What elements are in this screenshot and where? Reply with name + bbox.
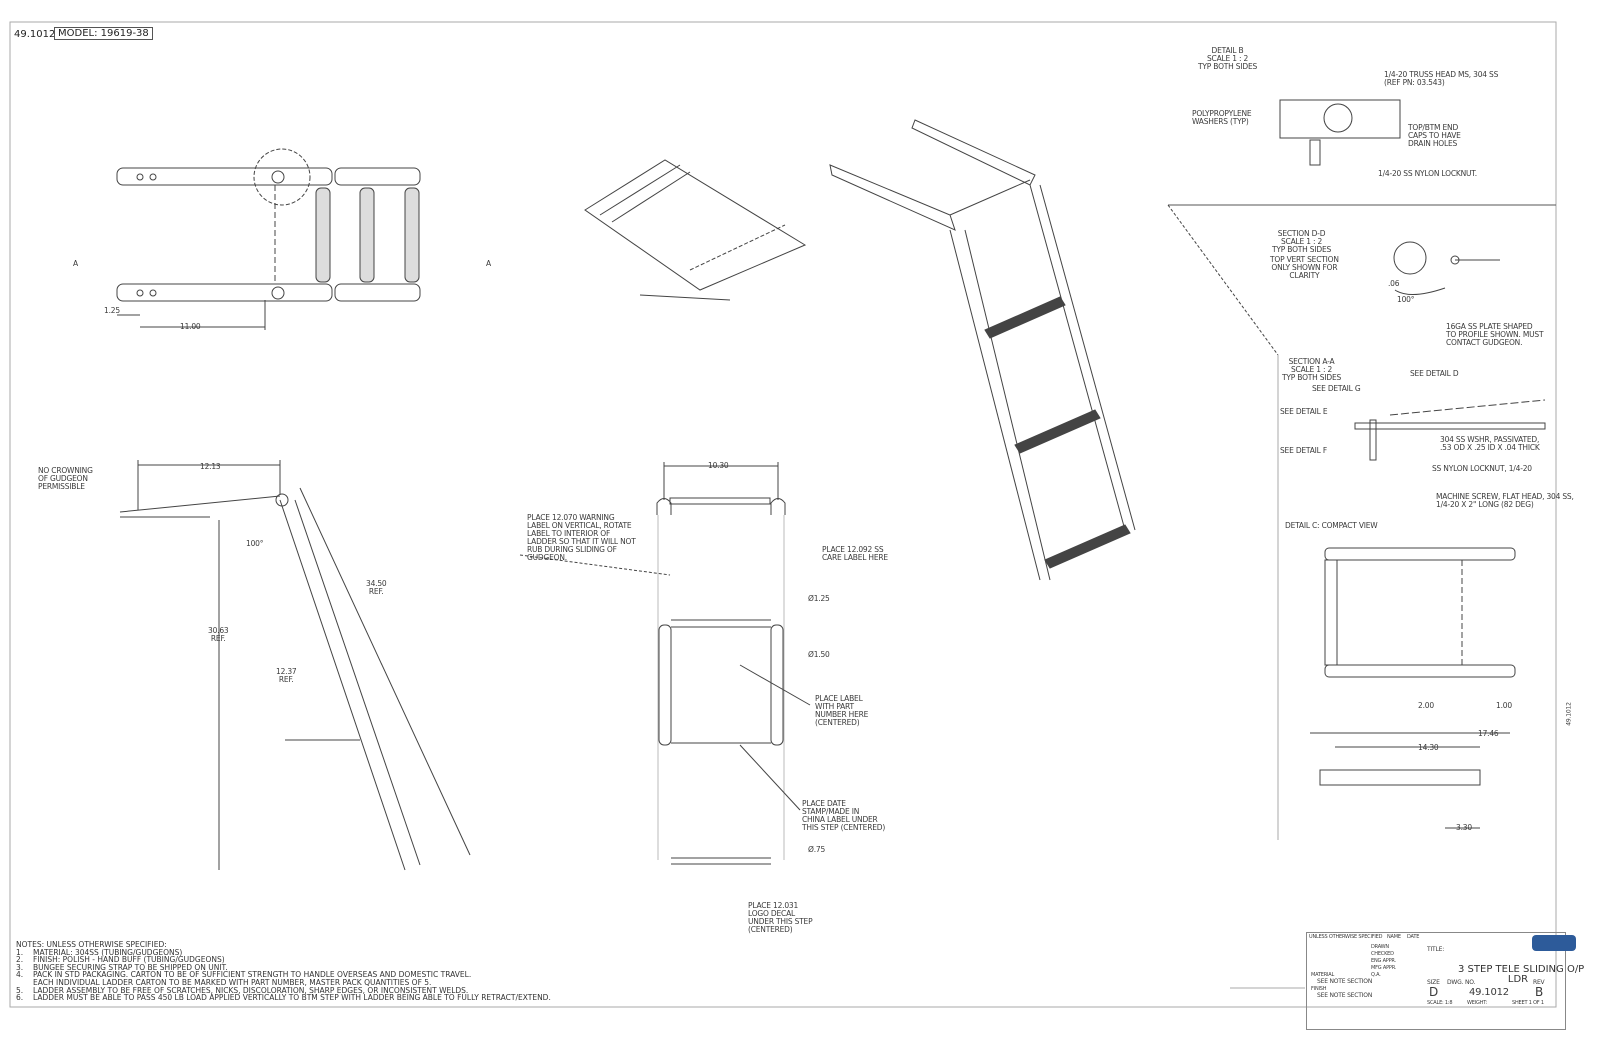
- model-label: MODEL: 19619-38: [54, 27, 153, 40]
- dim-side-angle: 100°: [246, 539, 264, 548]
- drawing-title: 3 STEP TELE SLIDING O/P LDR: [1458, 964, 1585, 985]
- rev-value: B: [1535, 985, 1544, 999]
- dim-side-length: 34.50 REF.: [366, 579, 387, 596]
- detail-c-dim-c: 17.46: [1478, 729, 1499, 738]
- mfg-appr-label: MFG APPR.: [1371, 965, 1397, 971]
- detail-c: [1310, 547, 1516, 829]
- detail-c-dim-a: 2.00: [1418, 701, 1434, 710]
- sheet-value: SHEET 1 OF 1: [1512, 1000, 1544, 1006]
- tolerances-label: UNLESS OTHERWISE SPECIFIED: [1309, 934, 1383, 940]
- isometric-view-extended: [829, 119, 1136, 581]
- section-marker-right: A: [486, 259, 491, 268]
- dim-dia-2: Ø1.50: [808, 650, 830, 659]
- see-detail-f: SEE DETAIL F: [1280, 446, 1327, 455]
- warning-label-note: PLACE 12.070 WARNING LABEL ON VERTICAL, …: [527, 513, 636, 562]
- sheet-border: [9, 21, 1557, 1008]
- machine-screw-note: MACHINE SCREW, FLAT HEAD, 304 SS, 1/4-20…: [1436, 492, 1574, 509]
- section-d: [1393, 241, 1500, 295]
- end-caps-note: TOP/BTM END CAPS TO HAVE DRAIN HOLES: [1408, 123, 1461, 148]
- isometric-view-compact: [584, 159, 807, 301]
- dim-side-height: 30.63 REF.: [208, 626, 229, 643]
- drawn-label: DRAWN: [1371, 944, 1389, 950]
- side-view: [119, 460, 471, 871]
- weight-value: WEIGHT:: [1467, 1000, 1488, 1006]
- section-d-dim: .06: [1388, 279, 1400, 288]
- material-value: SEE NOTE SECTION: [1317, 978, 1373, 985]
- see-detail-g: SEE DETAIL G: [1312, 384, 1361, 393]
- section-a-title: SECTION A-A SCALE 1 : 2 TYP BOTH SIDES: [1282, 357, 1342, 382]
- title-label: TITLE:: [1427, 946, 1445, 953]
- washers-note: POLYPROPYLENE WASHERS (TYP): [1192, 109, 1252, 126]
- size-label: SIZE: [1427, 979, 1440, 986]
- detail-c-dim-e: 3.30: [1456, 823, 1472, 832]
- dwg-no-label: DWG. NO.: [1447, 979, 1476, 986]
- dim-front-width: 10.30: [708, 461, 729, 470]
- section-d-angle: 100°: [1397, 295, 1415, 304]
- dim-side-lower: 12.37 REF.: [276, 667, 297, 684]
- notes-heading: NOTES: UNLESS OTHERWISE SPECIFIED:: [16, 940, 167, 949]
- dim-dia-3: Ø.75: [808, 845, 826, 854]
- note-item: 6.LADDER MUST BE ABLE TO PASS 450 LB LOA…: [16, 993, 551, 1003]
- date-stamp-note: PLACE DATE STAMP/MADE IN CHINA LABEL UND…: [802, 799, 886, 832]
- dim-side-top: 12.13: [200, 462, 221, 471]
- rev-label: REV: [1533, 979, 1545, 986]
- see-detail-d: SEE DETAIL D: [1410, 369, 1459, 378]
- plate-note: 16GA SS PLATE SHAPED TO PROFILE SHOWN. M…: [1446, 322, 1544, 347]
- section-d-title: SECTION D-D SCALE 1 : 2 TYP BOTH SIDES: [1272, 229, 1332, 254]
- company-logo: [1532, 935, 1576, 951]
- dim-top-1: 1.25: [104, 306, 120, 315]
- dim-top-2: 11.00: [180, 322, 201, 331]
- side-tab-number: 49.1012: [1565, 702, 1573, 726]
- detail-b: [1279, 99, 1401, 166]
- care-label-note: PLACE 12.092 SS CARE LABEL HERE: [822, 545, 888, 562]
- section-marker-left: A: [73, 259, 78, 268]
- drawing-number-header: 49.1012: [14, 29, 56, 40]
- see-detail-e: SEE DETAIL E: [1280, 407, 1328, 416]
- name-label: NAME: [1387, 934, 1401, 940]
- detail-c-dim-b: 1.00: [1496, 701, 1512, 710]
- no-crowning-note: NO CROWNING OF GUDGEON PERMISSIBLE: [38, 466, 93, 491]
- note-item: 3.BUNGEE SECURING STRAP TO BE SHIPPED ON…: [16, 962, 228, 972]
- part-label-note: PLACE LABEL WITH PART NUMBER HERE (CENTE…: [815, 694, 869, 727]
- qa-label: Q.A.: [1371, 972, 1381, 978]
- logo-decal-note: PLACE 12.031 LOGO DECAL UNDER THIS STEP …: [748, 901, 813, 934]
- note-item: 2.FINISH: POLISH - HAND BUFF (TUBING/GUD…: [16, 955, 225, 965]
- locknut-note: 1/4-20 SS NYLON LOCKNUT.: [1378, 169, 1477, 178]
- washer-note: 304 SS WSHR, PASSIVATED, .53 OD X .25 ID…: [1440, 435, 1540, 452]
- general-notes: NOTES: UNLESS OTHERWISE SPECIFIED: 1.MAT…: [16, 941, 551, 1002]
- dwg-no-value: 49.1012: [1469, 987, 1509, 998]
- note-item: 1.MATERIAL: 304SS (TUBING/GUDGEONS): [16, 947, 183, 957]
- material-label: MATERIAL: [1311, 972, 1335, 978]
- front-view: [519, 462, 811, 865]
- section-a: [1354, 399, 1546, 461]
- finish-label: FINISH: [1311, 986, 1327, 992]
- finish-value: SEE NOTE SECTION: [1317, 992, 1373, 999]
- date-label: DATE: [1407, 934, 1420, 940]
- title-block: UNLESS OTHERWISE SPECIFIED MATERIAL SEE …: [1306, 932, 1566, 1030]
- dim-dia-1: Ø1.25: [808, 594, 830, 603]
- section-d-note: TOP VERT SECTION ONLY SHOWN FOR CLARITY: [1270, 255, 1339, 280]
- truss-head-note: 1/4-20 TRUSS HEAD MS, 304 SS (REF PN: 03…: [1384, 70, 1499, 87]
- top-view: [116, 148, 421, 330]
- detail-c-title: DETAIL C: COMPACT VIEW: [1285, 521, 1378, 530]
- scale-value: SCALE: 1:8: [1427, 1000, 1453, 1006]
- eng-appr-label: ENG APPR.: [1371, 958, 1396, 964]
- checked-label: CHECKED: [1371, 951, 1394, 957]
- detail-c-dim-d: 14.30: [1418, 743, 1439, 752]
- size-value: D: [1429, 985, 1439, 999]
- note-item: 5.LADDER ASSEMBLY TO BE FREE OF SCRATCHE…: [16, 985, 469, 995]
- note-item: 4.PACK IN STD PACKAGING. CARTON TO BE OF…: [16, 970, 472, 987]
- detail-b-title: DETAIL B SCALE 1 : 2 TYP BOTH SIDES: [1198, 46, 1258, 71]
- locknut-note-a: SS NYLON LOCKNUT, 1/4-20: [1432, 464, 1532, 473]
